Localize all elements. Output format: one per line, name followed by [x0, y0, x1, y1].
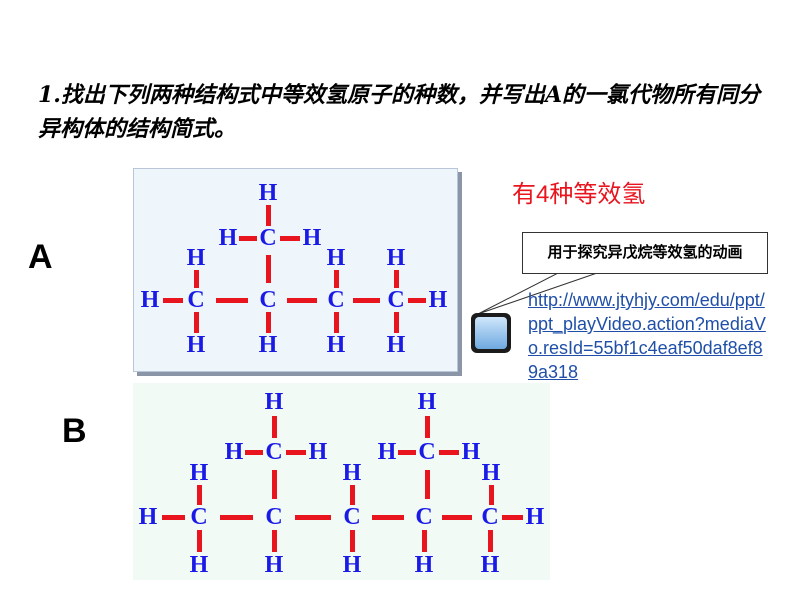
- carbon-atom: C: [387, 287, 405, 313]
- bond: [266, 205, 271, 226]
- bond: [422, 530, 427, 552]
- label-a: A: [28, 238, 53, 276]
- hydrogen-atom: H: [480, 552, 500, 578]
- bond: [350, 530, 355, 552]
- carbon-atom: C: [265, 439, 283, 465]
- bond: [425, 469, 430, 500]
- label-b: B: [62, 412, 87, 450]
- animation-link[interactable]: http://www.jtyhjy.com/edu/ppt/ppt_playVi…: [528, 290, 766, 382]
- bond: [394, 269, 399, 289]
- bond: [398, 450, 416, 455]
- carbon-atom: C: [187, 287, 205, 313]
- carbon-atom: C: [190, 504, 208, 530]
- bond: [239, 236, 257, 241]
- bond: [266, 255, 271, 283]
- hydrogen-atom: H: [186, 332, 206, 358]
- bond: [334, 312, 339, 333]
- hydrogen-atom: H: [428, 287, 448, 313]
- carbon-atom: C: [415, 504, 433, 530]
- hydrogen-atom: H: [481, 460, 501, 486]
- hydrogen-atom: H: [342, 552, 362, 578]
- bond: [334, 269, 339, 289]
- hydrogen-atom: H: [189, 460, 209, 486]
- structure-b-panel: [133, 383, 550, 580]
- bond: [425, 415, 430, 439]
- carbon-atom: C: [327, 287, 345, 313]
- bond: [280, 236, 300, 241]
- hydrogen-atom: H: [414, 552, 434, 578]
- hydrogen-atom: H: [138, 504, 158, 530]
- question-text: 1.找出下列两种结构式中等效氢原子的种数，并写出A的一氯代物所有同分异构体的结构…: [38, 82, 761, 142]
- bond: [197, 485, 202, 505]
- hydrogen-atom: H: [386, 245, 406, 271]
- hydrogen-atom: H: [417, 389, 437, 415]
- bond: [439, 450, 459, 455]
- carbon-atom: C: [259, 225, 277, 251]
- hydrogen-atom: H: [218, 225, 238, 251]
- hydrogen-atom: H: [140, 287, 160, 313]
- carbon-atom: C: [265, 504, 283, 530]
- bond: [219, 515, 254, 520]
- hydrogen-atom: H: [461, 439, 481, 465]
- bond: [488, 530, 493, 552]
- bond: [215, 298, 249, 303]
- hydrogen-atom: H: [308, 439, 328, 465]
- bond: [272, 415, 277, 439]
- robot-icon[interactable]: [471, 313, 511, 353]
- bond: [350, 485, 355, 505]
- bond: [502, 515, 523, 520]
- carbon-atom: C: [418, 439, 436, 465]
- bond: [266, 312, 271, 333]
- bond: [371, 515, 405, 520]
- bond: [442, 515, 472, 520]
- hydrogen-atom: H: [224, 439, 244, 465]
- hydrogen-atom: H: [326, 332, 346, 358]
- bond: [162, 298, 184, 303]
- answer-text: 有4种等效氢: [512, 181, 646, 208]
- bond: [194, 312, 199, 333]
- hydrogen-atom: H: [377, 439, 397, 465]
- bond: [407, 298, 427, 303]
- hydrogen-atom: H: [189, 552, 209, 578]
- hydrogen-atom: H: [326, 245, 346, 271]
- hydrogen-atom: H: [186, 245, 206, 271]
- hydrogen-atom: H: [264, 552, 284, 578]
- bond: [194, 269, 199, 289]
- hydrogen-atom: H: [258, 332, 278, 358]
- hydrogen-atom: H: [525, 504, 545, 530]
- bond: [489, 485, 494, 505]
- bond: [352, 298, 380, 303]
- bond: [272, 469, 277, 500]
- structure-a-panel: [133, 168, 458, 372]
- hydrogen-atom: H: [302, 225, 322, 251]
- callout-box: 用于探究异戊烷等效氢的动画: [522, 232, 768, 274]
- carbon-atom: C: [259, 287, 277, 313]
- hydrogen-atom: H: [264, 389, 284, 415]
- hydrogen-atom: H: [386, 332, 406, 358]
- bond: [286, 298, 318, 303]
- bond: [295, 515, 331, 520]
- carbon-atom: C: [343, 504, 361, 530]
- bond: [394, 312, 399, 333]
- bond: [197, 530, 202, 552]
- carbon-atom: C: [481, 504, 499, 530]
- hydrogen-atom: H: [258, 180, 278, 206]
- hydrogen-atom: H: [342, 460, 362, 486]
- bond: [272, 530, 277, 552]
- bond: [286, 450, 306, 455]
- bond: [162, 515, 185, 520]
- bond: [245, 450, 263, 455]
